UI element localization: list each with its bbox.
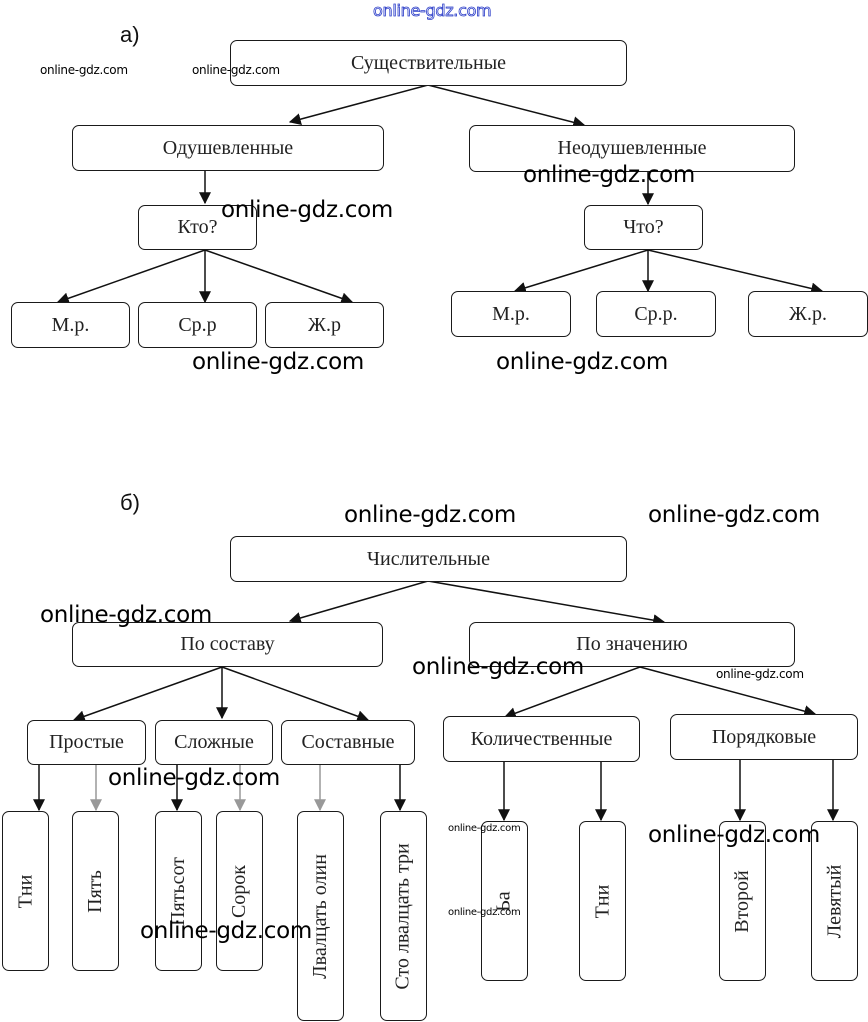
- node-who: Кто?: [138, 205, 257, 250]
- node-ordinal-text: Порядковые: [711, 725, 817, 748]
- node-a-right-masc-text: М.р.: [492, 302, 530, 325]
- part-a-label: а): [120, 22, 140, 47]
- node-what-text: Что?: [623, 216, 664, 238]
- watermark: online-gdz.com: [192, 349, 364, 375]
- node-simple: Простые: [27, 720, 146, 765]
- leaf-complex-1-text: Пятьсот: [167, 856, 190, 926]
- arrow-root-to-inanimate: [427, 84, 586, 129]
- node-what: Что?: [584, 205, 703, 250]
- node-cardinal-text: Количественные: [470, 727, 613, 750]
- arrow-root-to-animate: [288, 84, 429, 125]
- arrow-what-to-f: [647, 249, 824, 295]
- node-complex: Сложные: [155, 720, 273, 765]
- watermark: online-gdz.com: [448, 907, 521, 918]
- node-complex-text: Сложные: [174, 731, 254, 753]
- leaf-cardinal-1: Ьа: [481, 821, 528, 981]
- node-animate: Одушевленные: [72, 125, 384, 171]
- node-a-right-neut: Ср.р.: [596, 291, 716, 337]
- leaf-complex-2-text: Сорок: [228, 864, 250, 918]
- watermark: online-gdz.com: [140, 918, 312, 944]
- node-simple-text: Простые: [49, 731, 124, 753]
- arrow-meaning-to-ordinal: [639, 666, 817, 717]
- watermark: online-gdz.com: [192, 63, 280, 77]
- watermark: online-gdz.com: [523, 162, 695, 188]
- watermark: online-gdz.com: [40, 602, 212, 628]
- watermark: online-gdz.com: [648, 822, 820, 848]
- leaf-ordinal-2-text: Левятый: [823, 864, 846, 938]
- leaf-ordinal-1-text: Второй: [731, 869, 753, 933]
- header-watermark: online-gdz.com: [373, 1, 492, 21]
- node-a-right-fem-text: Ж.р.: [789, 302, 827, 325]
- node-ordinal: Порядковые: [670, 714, 858, 760]
- node-by-composition-text: По составу: [180, 633, 275, 655]
- node-a-left-neut: Ср.р: [138, 302, 257, 348]
- leaf-ordinal-1: Второй: [719, 821, 766, 981]
- arrow-comp-to-compound: [221, 666, 370, 722]
- leaf-compound-2-text: Сто лвалцать три: [392, 842, 415, 990]
- node-numerals-text: Числительные: [367, 547, 490, 570]
- leaf-complex-1: Пятьсот: [155, 811, 202, 971]
- leaf-simple-1: Тни: [2, 811, 49, 971]
- node-a-left-fem: Ж.р: [265, 302, 384, 348]
- node-by-composition: По составу: [72, 622, 383, 667]
- node-who-text: Кто?: [177, 216, 218, 238]
- watermark: online-gdz.com: [448, 823, 521, 834]
- leaf-simple-2: Пятъ: [72, 811, 119, 971]
- leaf-cardinal-2-text: Тни: [591, 884, 613, 918]
- node-compound: Составные: [281, 720, 415, 765]
- arrow-what-to-m: [513, 249, 649, 294]
- node-numerals: Числительные: [230, 536, 627, 582]
- node-inanimate: Неодушевленные: [469, 125, 795, 172]
- leaf-simple-1-text: Тни: [14, 874, 36, 908]
- leaf-ordinal-2: Левятый: [811, 821, 858, 981]
- node-compound-text: Составные: [301, 731, 395, 753]
- node-a-left-fem-text: Ж.р: [308, 313, 341, 336]
- leaf-cardinal-2: Тни: [579, 821, 626, 981]
- node-nouns: Существительные: [230, 40, 627, 86]
- watermark: online-gdz.com: [344, 502, 516, 528]
- watermark: online-gdz.com: [412, 654, 584, 680]
- node-a-right-neut-text: Ср.р.: [634, 302, 678, 325]
- node-a-left-masc: М.р.: [11, 302, 130, 348]
- node-cardinal: Количественные: [443, 716, 640, 762]
- watermark: online-gdz.com: [716, 667, 804, 681]
- arrow-who-to-f: [204, 249, 354, 305]
- watermark: online-gdz.com: [108, 765, 280, 791]
- leaf-simple-2-text: Пятъ: [83, 869, 106, 913]
- leaf-compound-2: Сто лвалцать три: [380, 811, 427, 1021]
- watermark: online-gdz.com: [221, 197, 393, 223]
- watermark: online-gdz.com: [496, 349, 668, 375]
- arrow-num-to-meaning: [427, 580, 666, 627]
- leaf-compound-1-text: Лвалцать олин: [309, 853, 332, 979]
- watermark: online-gdz.com: [648, 502, 820, 528]
- arrow-meaning-to-cardinal: [503, 666, 641, 719]
- arrow-num-to-composition: [288, 580, 429, 624]
- part-b-label: б): [120, 490, 140, 515]
- arrow-comp-to-simple: [72, 666, 223, 723]
- node-a-right-masc: М.р.: [451, 291, 571, 337]
- node-a-left-masc-text: М.р.: [51, 313, 90, 336]
- leaf-compound-1: Лвалцать олин: [297, 811, 344, 1021]
- watermark: online-gdz.com: [40, 63, 128, 77]
- arrow-who-to-m: [56, 249, 206, 305]
- node-nouns-text: Существительные: [350, 51, 507, 74]
- node-animate-text: Одушевленные: [162, 136, 294, 159]
- node-inanimate-text: Неодушевленные: [557, 137, 707, 159]
- node-by-meaning: По значению: [469, 622, 795, 667]
- leaf-complex-2: Сорок: [216, 811, 263, 971]
- node-by-meaning-text: По значению: [576, 633, 688, 655]
- node-a-right-fem: Ж.р.: [748, 291, 868, 337]
- node-a-left-neut-text: Ср.р: [178, 313, 217, 336]
